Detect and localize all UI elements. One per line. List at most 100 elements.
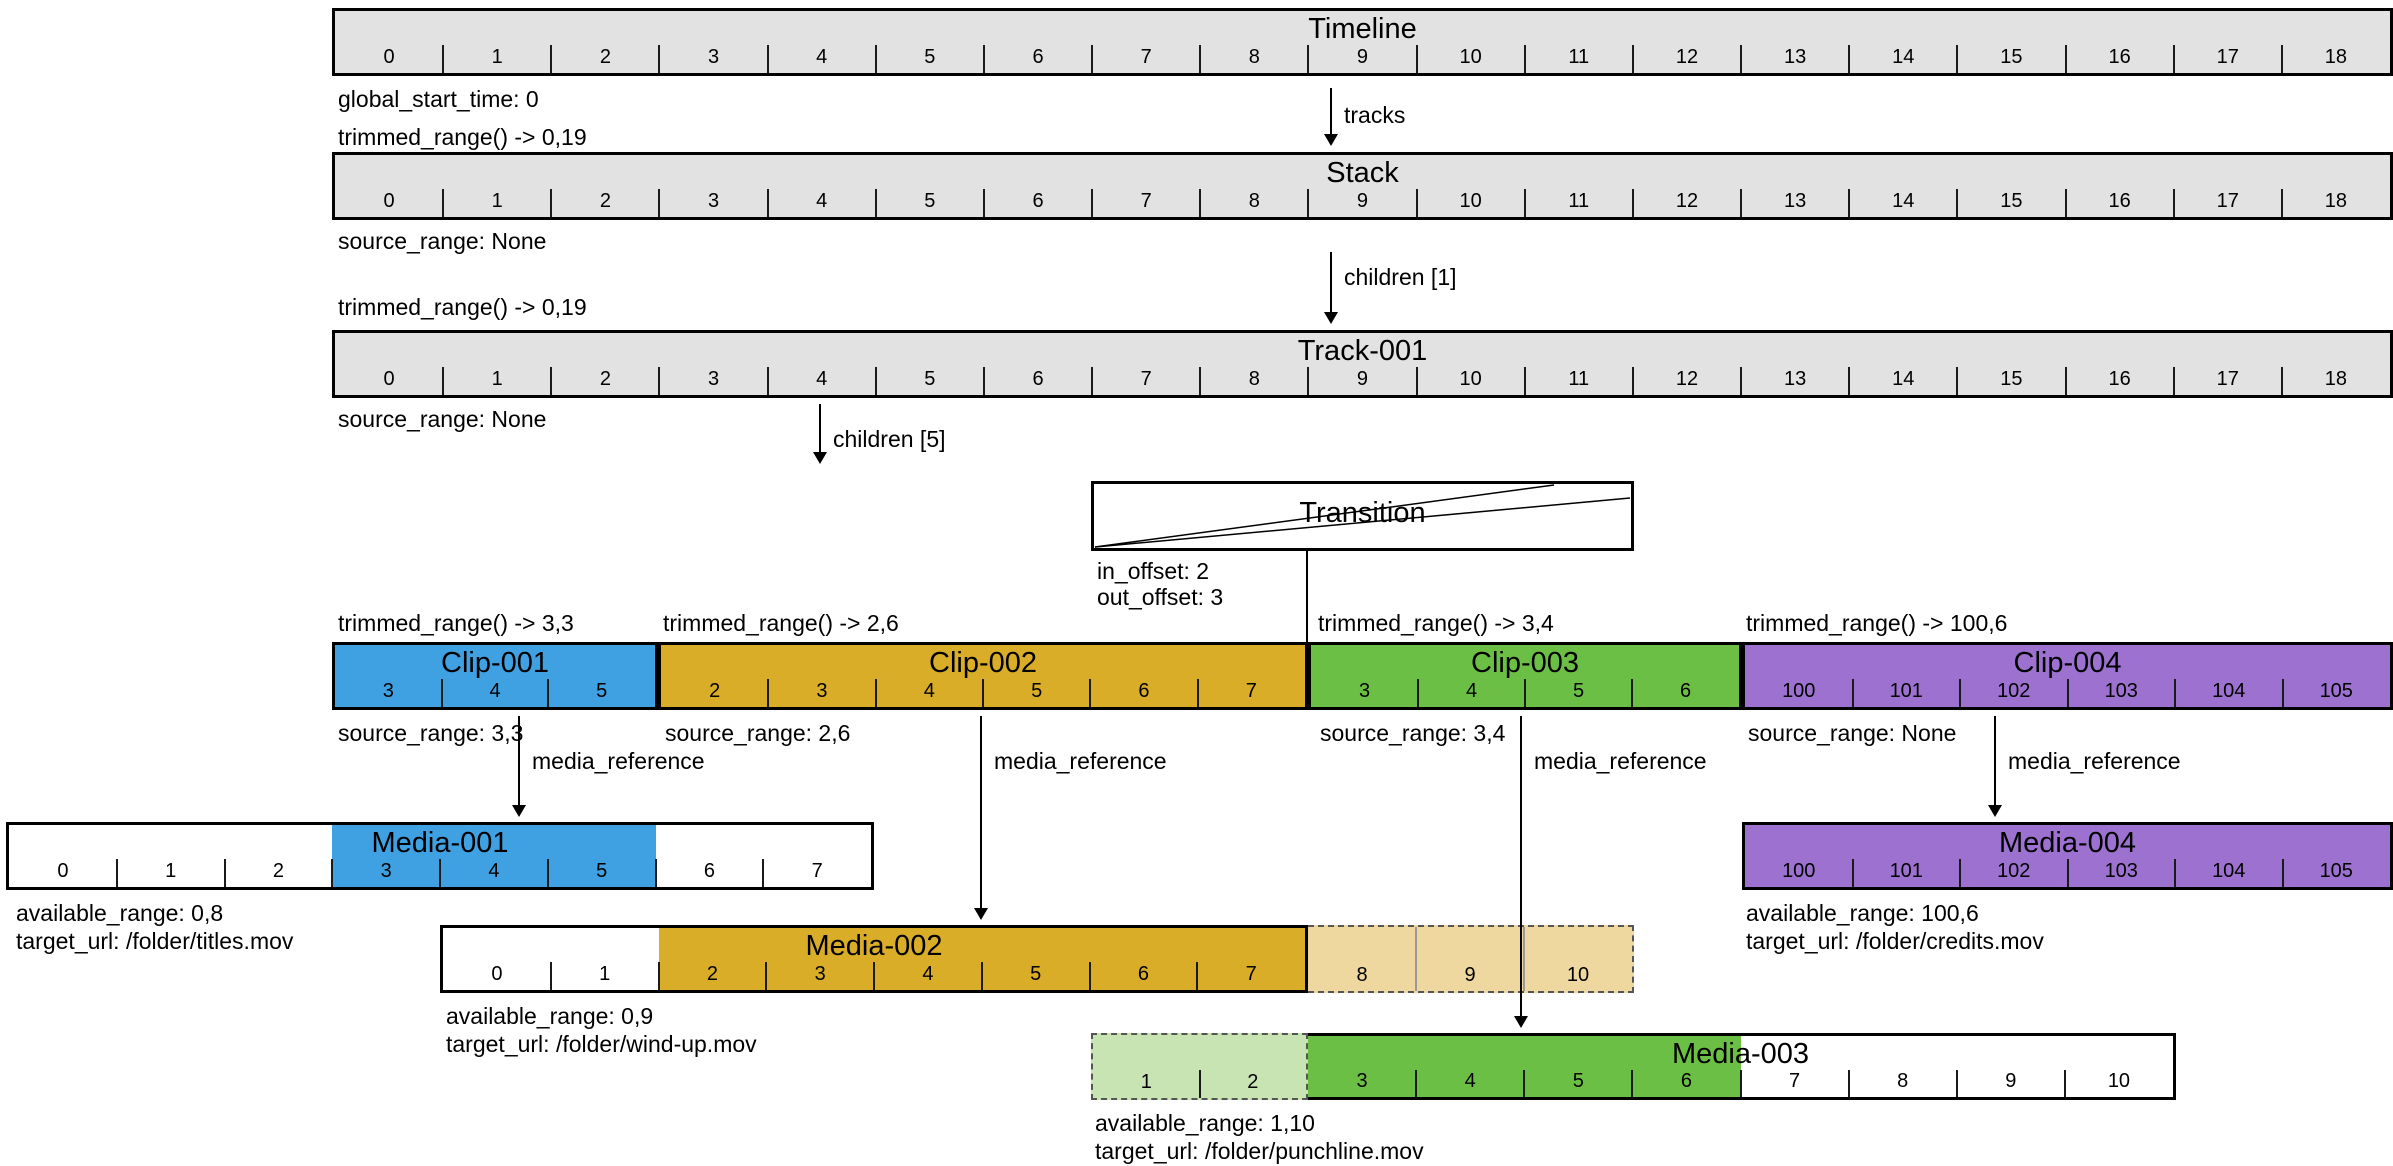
tick-separator (1523, 1069, 1526, 1097)
tick-label: 6 (1032, 368, 1044, 390)
tick-label: 5 (596, 860, 608, 882)
tick-cell: 0 (335, 155, 443, 217)
media-004-available-range-label: available_range: 100,6 (1746, 900, 1979, 926)
tick-label: 6 (1032, 190, 1044, 212)
tick-label: 102 (1997, 680, 2031, 702)
media-003-available-range-label: available_range: 1,10 (1095, 1110, 1315, 1136)
tick-separator (1089, 679, 1092, 707)
clip-001-title: Clip-001 (441, 647, 549, 679)
tick-separator (654, 859, 657, 887)
tick-cell: 16 (2064, 11, 2174, 73)
tick-separator (658, 367, 661, 395)
tracks-arrow-label: tracks (1344, 102, 1406, 128)
clip-004-media-reference-label: media_reference (2008, 748, 2181, 774)
tick-label: 102 (1997, 860, 2031, 882)
tick-separator (2066, 859, 2069, 887)
tick-label: 7 (1140, 368, 1152, 390)
tick-separator (549, 962, 552, 990)
track-children-arrow (813, 404, 827, 464)
tick-separator (1415, 367, 1418, 395)
tick-cell: 5 (1523, 1036, 1633, 1097)
tick-cell: 10 (1523, 927, 1632, 991)
tick-cell: 10 (1415, 155, 1525, 217)
tick-separator (1523, 189, 1526, 217)
tick-label: 103 (2104, 860, 2138, 882)
tick-cell: 3 (335, 645, 442, 707)
clip-001-trimmed-range-label: trimmed_range() -> 3,3 (338, 610, 574, 636)
tick-cell: 6 (654, 825, 764, 887)
tick-separator (115, 859, 118, 887)
tick-label: 8 (1248, 190, 1260, 212)
tick-separator (766, 45, 769, 73)
tick-separator (874, 367, 877, 395)
tick-cell: 11 (1523, 11, 1633, 73)
tick-separator (547, 679, 550, 707)
tick-label: 3 (380, 860, 392, 882)
tick-label: 6 (703, 860, 715, 882)
tick-separator (1848, 45, 1851, 73)
tick-label: 105 (2319, 860, 2353, 882)
tick-label: 12 (1675, 368, 1699, 390)
tick-cell: 11 (1523, 333, 1633, 395)
media-004-target-url-label: target_url: /folder/credits.mov (1746, 928, 2044, 954)
tick-separator (442, 189, 445, 217)
tick-cell: 12 (1631, 11, 1741, 73)
tick-cell: 2 (661, 645, 768, 707)
stack-title: Stack (1326, 157, 1399, 189)
tick-separator (982, 367, 985, 395)
track-trimmed-range-label: trimmed_range() -> 0,19 (338, 294, 587, 320)
tick-cell: 8 (1847, 1036, 1957, 1097)
tick-cell: 101 (1851, 825, 1960, 887)
tick-cell: 17 (2172, 155, 2282, 217)
clip-003-media-reference-arrow (1514, 716, 1528, 1028)
clip-003-title: Clip-003 (1471, 647, 1579, 679)
tick-cell: 102 (1959, 645, 2068, 707)
track-title: Track-001 (1297, 335, 1428, 367)
tick-separator (982, 45, 985, 73)
tick-label: 1 (1140, 1071, 1152, 1093)
tick-cell: 101 (1851, 645, 1961, 707)
tick-label: 6 (1679, 680, 1692, 702)
tick-label: 14 (1892, 368, 1915, 390)
tick-cell: 10 (1415, 333, 1525, 395)
tick-separator (1088, 962, 1091, 990)
tick-label: 4 (488, 860, 500, 882)
tick-separator (440, 679, 443, 707)
tick-label: 4 (1464, 1070, 1476, 1092)
clip-003-trimmed-range-label: trimmed_range() -> 3,4 (1318, 610, 1554, 636)
tick-separator (981, 679, 984, 707)
tick-label: 101 (1889, 860, 1923, 882)
tick-cell: 15 (1956, 333, 2065, 395)
tick-cell: 6 (982, 155, 1092, 217)
clip-004-media-reference-arrow (1988, 716, 2002, 817)
tick-label: 6 (1032, 46, 1044, 68)
tick-separator (223, 859, 226, 887)
tick-cell: 15 (1956, 155, 2065, 217)
tick-label: 2 (706, 963, 718, 985)
tick-cell: 8 (1199, 155, 1308, 217)
tick-separator (767, 679, 770, 707)
tick-cell: 7 (1091, 11, 1200, 73)
tick-separator (658, 189, 661, 217)
media-003-target-url-label: target_url: /folder/punchline.mov (1095, 1138, 1424, 1164)
tick-label: 101 (1889, 680, 1923, 702)
tick-separator (2172, 45, 2175, 73)
tick-cell: 6 (982, 11, 1092, 73)
tick-cell: 9 (1307, 11, 1416, 73)
tick-label: 1 (491, 368, 503, 390)
tick-cell: 4 (766, 11, 876, 73)
transition-out-offset-label: out_offset: 3 (1097, 584, 1224, 610)
tick-label: 9 (1356, 190, 1369, 212)
tick-label: 18 (2324, 368, 2348, 390)
transition-wedge-icon (1094, 484, 1631, 548)
tick-cell: 8 (1199, 333, 1308, 395)
